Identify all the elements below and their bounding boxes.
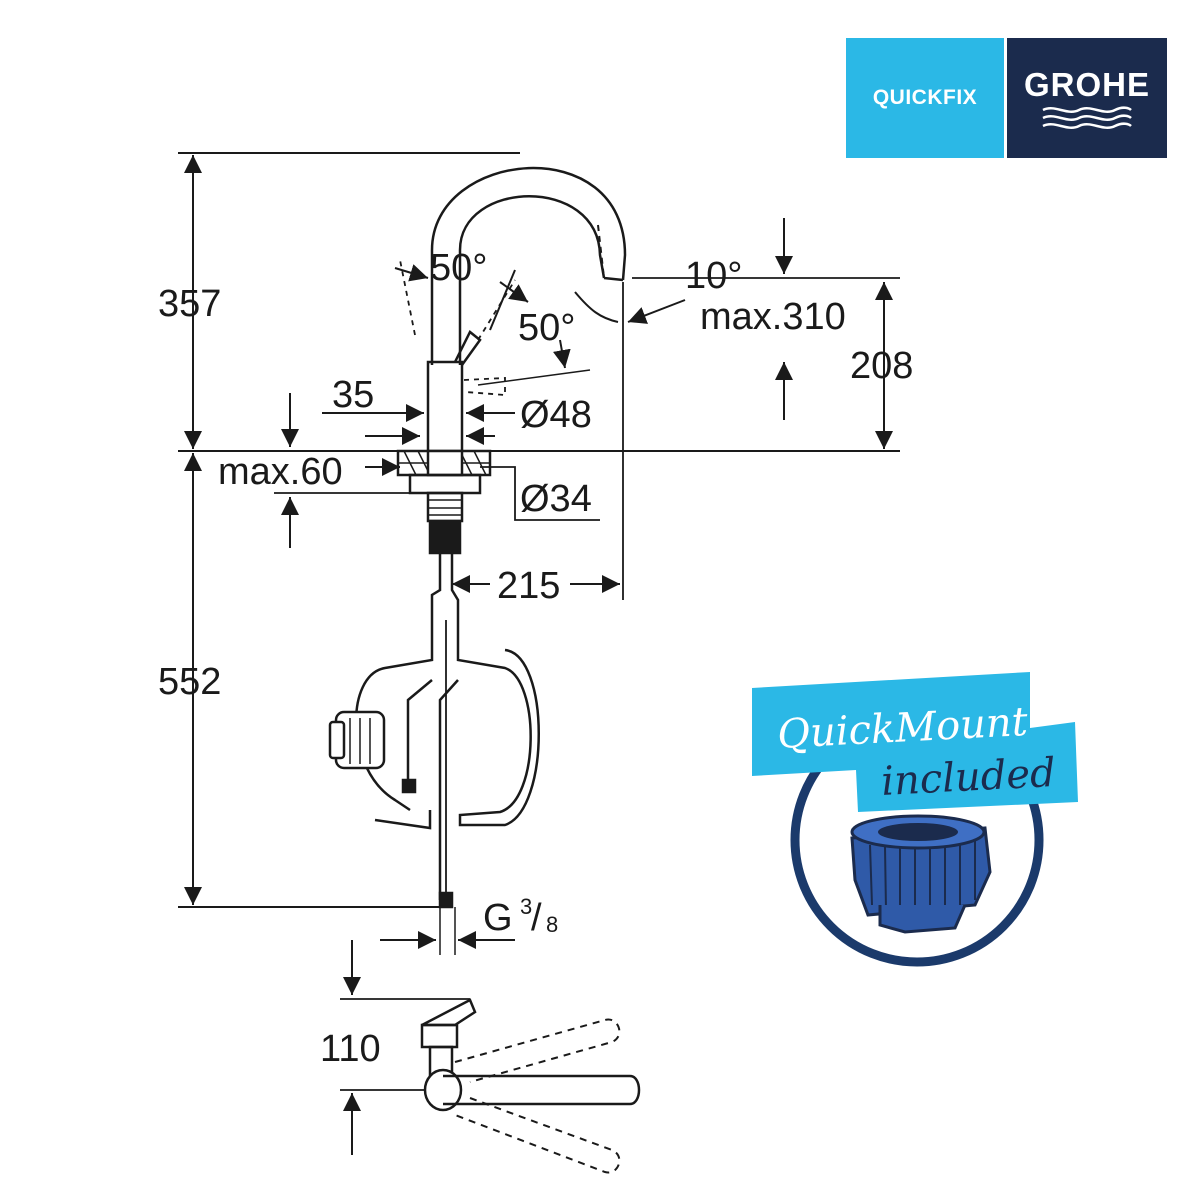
label-spout-reach: 215 [497, 565, 560, 607]
mounting-nut [428, 519, 462, 555]
label-thread: G [483, 897, 513, 939]
hose-centre [438, 679, 459, 900]
hose-fitting-bottom [438, 891, 454, 909]
label-thread-denominator: 8 [546, 912, 558, 937]
dimension-lines [184, 155, 900, 1155]
faucet-body [426, 360, 464, 454]
label-angle-lever-right: 50° [518, 307, 575, 349]
dim-arc-10deg-left [574, 291, 619, 323]
badge-line2: included [880, 750, 1057, 805]
faucet-lever [453, 330, 482, 366]
label-angle-spout: 10° [685, 255, 742, 297]
hose-loop-bottom [374, 810, 432, 830]
spout-outer [430, 166, 627, 365]
dimension-labels: 357 552 208 max.60 35 Ø48 Ø34 215 max.31… [158, 247, 913, 1070]
dim-leader-34 [480, 466, 600, 521]
plan-spout-ghost-down [454, 1097, 621, 1174]
hose-fitting-left [401, 778, 417, 794]
mounting-plate [408, 473, 482, 495]
label-height-lower: 552 [158, 661, 221, 703]
quickmount-badge: QuickMount included [752, 672, 1078, 967]
dim-arrow-50deg-left [394, 264, 429, 282]
label-shank-diameter: Ø34 [520, 478, 592, 520]
hose-left [355, 553, 442, 812]
label-angle-lever-left: 50° [430, 247, 487, 289]
label-deck-thickness: max.60 [218, 451, 343, 493]
lever-ghost-left [399, 259, 416, 336]
grohe-brand-name: GROHE [1023, 66, 1150, 103]
badge-banner [752, 672, 1078, 812]
lever-ghost-right [477, 279, 516, 341]
spout-hose-segment [597, 224, 605, 279]
label-thread-numerator: 3 [520, 894, 532, 919]
grohe-wave-icon [1042, 106, 1132, 129]
spout-tip [603, 276, 624, 282]
label-height-upper: 357 [158, 283, 221, 325]
hose-inner-left [406, 679, 433, 780]
hose-right [450, 553, 540, 827]
faucet-plan-view [420, 998, 641, 1174]
label-body-diameter: Ø48 [520, 394, 592, 436]
quickfix-label: QUICKFIX [872, 86, 978, 109]
spout-inner [458, 195, 606, 365]
lever-ghost-down [463, 377, 506, 396]
label-thread-slash: / [531, 897, 542, 939]
label-plan-depth: 110 [320, 1028, 381, 1070]
dim-arrow-50deg-right [499, 281, 529, 303]
plan-lever [421, 998, 477, 1027]
label-spout-height: 208 [850, 345, 913, 387]
grohe-logo: GROHE [1007, 38, 1167, 158]
dim-arrow-10deg [627, 299, 686, 324]
label-max-reach: max.310 [700, 296, 846, 338]
plan-base [423, 1068, 463, 1112]
plan-spout-ghost-up [454, 1018, 621, 1083]
plan-lever-base [420, 1023, 459, 1049]
quickmount-nut-icon [850, 814, 992, 934]
dim-arrow-50deg-down [552, 339, 571, 369]
quickfix-logo: QUICKFIX [846, 38, 1004, 158]
label-body-offset: 35 [332, 374, 374, 416]
shank [426, 491, 464, 523]
faucet-elevation [178, 152, 900, 909]
plan-spout [443, 1074, 641, 1106]
